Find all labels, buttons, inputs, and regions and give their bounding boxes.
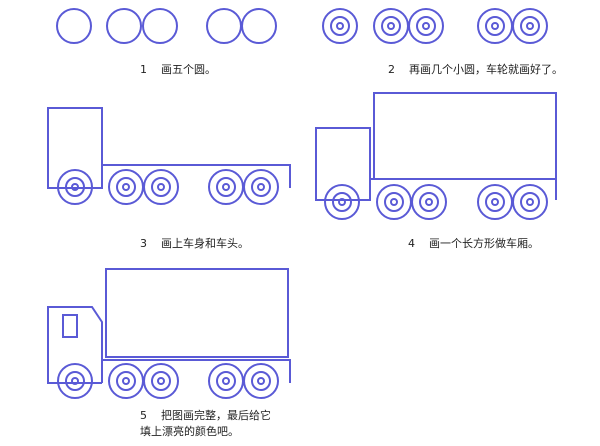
truck-cargo-box <box>373 92 557 180</box>
wheel <box>324 184 360 220</box>
step-2-caption: 2 再画几个小圆，车轮就画好了。 <box>388 62 563 78</box>
wheel <box>108 169 144 205</box>
wheel <box>477 8 513 44</box>
truck-chassis <box>369 178 557 200</box>
wheel-circle <box>206 8 242 44</box>
step-text-line2: 填上漂亮的颜色吧。 <box>140 425 239 438</box>
wheel <box>512 184 548 220</box>
truck-cab <box>47 306 103 384</box>
wheel <box>322 8 358 44</box>
truck-cab <box>47 107 103 189</box>
truck-chassis <box>101 359 291 383</box>
wheel <box>143 169 179 205</box>
wheel <box>477 184 513 220</box>
wheel <box>108 363 144 399</box>
wheel <box>512 8 548 44</box>
step-1-caption: 1 画五个圆。 <box>140 62 216 78</box>
step-5-caption: 5 把图画完整，最后给它 填上漂亮的颜色吧。 <box>140 408 271 440</box>
step-3-caption: 3 画上车身和车头。 <box>140 236 249 252</box>
wheel-circle <box>56 8 92 44</box>
wheel <box>143 363 179 399</box>
wheel <box>376 184 412 220</box>
wheel-circle <box>106 8 142 44</box>
step-number: 5 <box>140 409 147 422</box>
step-number: 2 <box>388 63 395 76</box>
step-text: 画五个圆。 <box>161 63 216 76</box>
truck-chassis <box>101 164 291 188</box>
step-number: 1 <box>140 63 147 76</box>
step-text: 画一个长方形做车厢。 <box>429 237 539 250</box>
step-4-caption: 4 画一个长方形做车厢。 <box>408 236 539 252</box>
step-text: 把图画完整，最后给它 <box>161 409 271 422</box>
wheel <box>408 8 444 44</box>
step-number: 3 <box>140 237 147 250</box>
wheel <box>411 184 447 220</box>
wheel <box>57 169 93 205</box>
step-text: 再画几个小圆，车轮就画好了。 <box>409 63 563 76</box>
wheel <box>208 363 244 399</box>
step1-wheels <box>56 8 277 44</box>
wheel <box>208 169 244 205</box>
truck-cab <box>315 127 371 201</box>
step5-truck <box>47 268 291 399</box>
step-number: 4 <box>408 237 415 250</box>
step4-truck <box>315 92 557 220</box>
truck-window <box>62 314 78 338</box>
wheel <box>243 169 279 205</box>
step3-truck <box>47 107 291 205</box>
wheel <box>243 363 279 399</box>
wheel-circle <box>241 8 277 44</box>
step-text: 画上车身和车头。 <box>161 237 249 250</box>
wheel <box>373 8 409 44</box>
step2-wheels <box>322 8 548 44</box>
wheel-circle <box>142 8 178 44</box>
wheel <box>57 363 93 399</box>
truck-cargo-box <box>105 268 289 358</box>
